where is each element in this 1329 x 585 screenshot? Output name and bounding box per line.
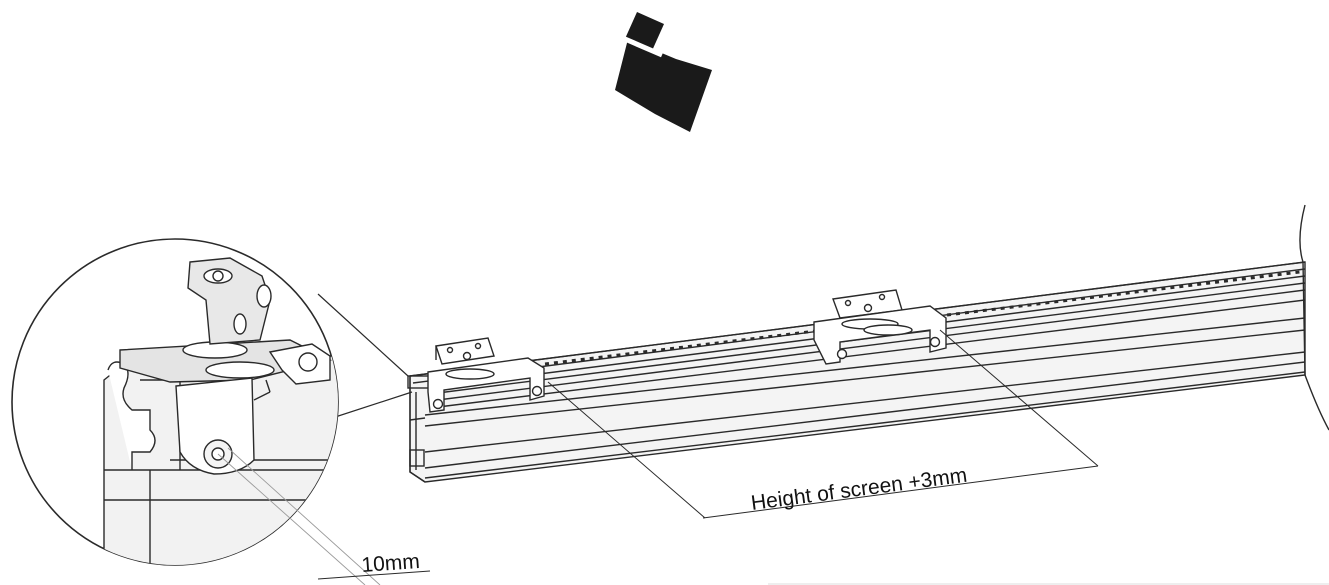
height-dimension bbox=[547, 329, 1099, 519]
detail-magnifier bbox=[11, 238, 381, 585]
height-dimension-label: Height of screen +3mm bbox=[750, 464, 969, 515]
offset-dimension-label: 10mm bbox=[361, 550, 421, 577]
rail-profile bbox=[407, 204, 1329, 483]
mounting-bracket-left bbox=[427, 337, 545, 413]
offset-dimension bbox=[317, 570, 431, 580]
callout-lines bbox=[317, 293, 413, 421]
mounting-bracket-right bbox=[813, 289, 947, 365]
down-right-arrow-icon bbox=[615, 12, 712, 132]
